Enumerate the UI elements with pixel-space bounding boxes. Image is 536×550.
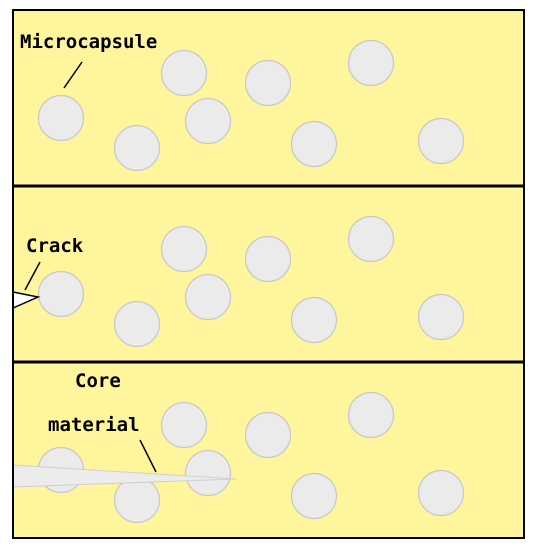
microcapsule (290, 472, 338, 520)
microcapsule (37, 94, 85, 142)
microcapsule (37, 270, 85, 318)
microcapsule (417, 469, 465, 517)
microcapsule (113, 476, 161, 524)
panel-crack: Crack (12, 186, 524, 362)
microcapsule (184, 449, 232, 497)
microcapsule (290, 296, 338, 344)
microcapsule (347, 39, 395, 87)
microcapsule (113, 124, 161, 172)
microcapsule (417, 293, 465, 341)
microcapsule (347, 215, 395, 263)
microcapsule (244, 59, 292, 107)
microcapsule (347, 391, 395, 439)
microcapsule (184, 273, 232, 321)
core-material-leader-line (139, 439, 157, 473)
microcapsule (290, 120, 338, 168)
panel-crack-capsules (37, 215, 465, 348)
microcapsule (160, 401, 208, 449)
panel-intact-capsules (37, 39, 465, 172)
microcapsule (244, 411, 292, 459)
panel-core-release-capsules (37, 391, 465, 524)
crack-label: Crack (26, 235, 84, 257)
microcapsule (113, 300, 161, 348)
microcapsule (160, 225, 208, 273)
microcapsule (160, 49, 208, 97)
microcapsule (244, 235, 292, 283)
microcapsule (184, 97, 232, 145)
panel-intact: Microcapsule (13, 10, 524, 186)
crack-leader-line (24, 261, 41, 291)
microcapsule (417, 117, 465, 165)
panel-core-release: Core material (12, 362, 524, 538)
outer-frame (12, 9, 525, 539)
microcapsule-leader-line (63, 61, 83, 89)
microcapsule-label: Microcapsule (20, 31, 157, 53)
core-label: Core (75, 370, 121, 392)
material-label: material (48, 414, 140, 436)
